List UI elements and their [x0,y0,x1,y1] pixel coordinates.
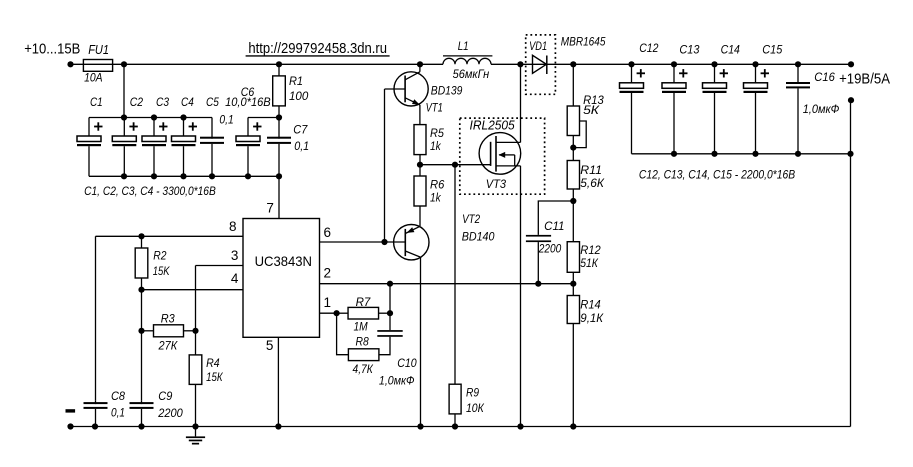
svg-text:R6: R6 [430,177,445,191]
svg-text:C5: C5 [206,95,219,109]
svg-text:8: 8 [229,219,237,234]
svg-text:C7: C7 [293,123,308,137]
svg-text:2200: 2200 [157,406,183,420]
svg-text:1k: 1k [430,139,442,153]
svg-text:C11: C11 [544,219,564,233]
svg-text:51К: 51К [580,256,598,270]
svg-text:IRL2505: IRL2505 [470,118,515,132]
svg-text:C10: C10 [397,356,417,370]
svg-text:VT1: VT1 [426,103,443,115]
svg-text:C1, C2, C3, C4 - 3300,0*16В: C1, C2, C3, C4 - 3300,0*16В [84,184,216,198]
svg-text:0,1: 0,1 [294,139,309,153]
svg-text:C6: C6 [241,85,255,99]
svg-text:UC3843N: UC3843N [255,253,312,269]
svg-text:BD140: BD140 [462,232,495,244]
svg-text:10А: 10А [84,72,103,84]
svg-text:C8: C8 [111,389,125,403]
svg-text:R14: R14 [580,298,601,312]
svg-text:VT2: VT2 [462,214,481,226]
svg-text:FU1: FU1 [88,42,109,57]
svg-text:1,0мкФ: 1,0мкФ [803,102,840,116]
svg-text:15K: 15K [153,264,171,278]
svg-text:VD1: VD1 [529,41,547,53]
svg-text:R13: R13 [583,95,604,107]
svg-text:C16: C16 [814,70,835,84]
svg-text:R11: R11 [580,163,602,177]
svg-text:C12: C12 [639,41,658,55]
svg-text:10К: 10К [466,401,485,415]
svg-text:1k: 1k [430,190,442,204]
svg-text:L1: L1 [458,41,469,53]
svg-text:4: 4 [231,271,239,286]
svg-text:0,1: 0,1 [111,406,125,420]
svg-text:10,0*16В: 10,0*16В [225,95,271,109]
svg-text:R3: R3 [161,312,175,326]
svg-text:C3: C3 [156,95,169,109]
svg-text:5,6К: 5,6К [580,176,605,190]
svg-text:C1: C1 [90,95,103,109]
svg-text:http://299792458.3dn.ru: http://299792458.3dn.ru [248,40,387,57]
svg-text:R7: R7 [356,295,372,309]
svg-text:27К: 27К [158,339,178,353]
svg-text:9,1К: 9,1К [580,311,604,325]
svg-text:C14: C14 [721,43,741,57]
svg-text:VT3: VT3 [486,177,507,191]
svg-text:3: 3 [231,248,239,263]
svg-text:7: 7 [266,201,274,216]
svg-text:+10...15В: +10...15В [24,41,80,58]
svg-text:R4: R4 [206,356,220,370]
svg-text:100: 100 [289,89,309,103]
svg-text:R8: R8 [356,335,369,349]
svg-text:C2: C2 [130,95,144,109]
svg-text:5К: 5К [583,105,600,117]
svg-text:R9: R9 [466,386,479,400]
svg-text:4,7К: 4,7К [353,362,374,376]
svg-text:BD139: BD139 [431,85,463,97]
svg-text:C15: C15 [762,43,782,57]
svg-text:5: 5 [266,338,274,353]
svg-text:56мкГн: 56мкГн [453,69,490,81]
svg-text:R12: R12 [580,243,601,257]
svg-text:1М: 1М [354,320,368,334]
svg-text:C9: C9 [158,389,172,403]
svg-text:2: 2 [324,266,332,281]
svg-text:MBR1645: MBR1645 [561,37,606,49]
svg-text:R5: R5 [430,126,444,140]
svg-text:R1: R1 [289,74,303,88]
svg-text:1: 1 [324,295,332,310]
svg-text:6: 6 [324,225,332,240]
svg-text:C13: C13 [679,43,699,57]
svg-text:2200: 2200 [538,242,562,256]
svg-text:15К: 15К [206,370,223,384]
svg-text:1,0мкФ: 1,0мкФ [379,374,415,388]
svg-text:R2: R2 [153,249,166,263]
svg-text:C4: C4 [181,95,194,109]
svg-text:+19В/5А: +19В/5А [839,71,890,88]
svg-text:0,1: 0,1 [219,113,233,127]
svg-text:C12, C13, C14, C15 - 2200,0*16: C12, C13, C14, C15 - 2200,0*16В [639,168,795,182]
